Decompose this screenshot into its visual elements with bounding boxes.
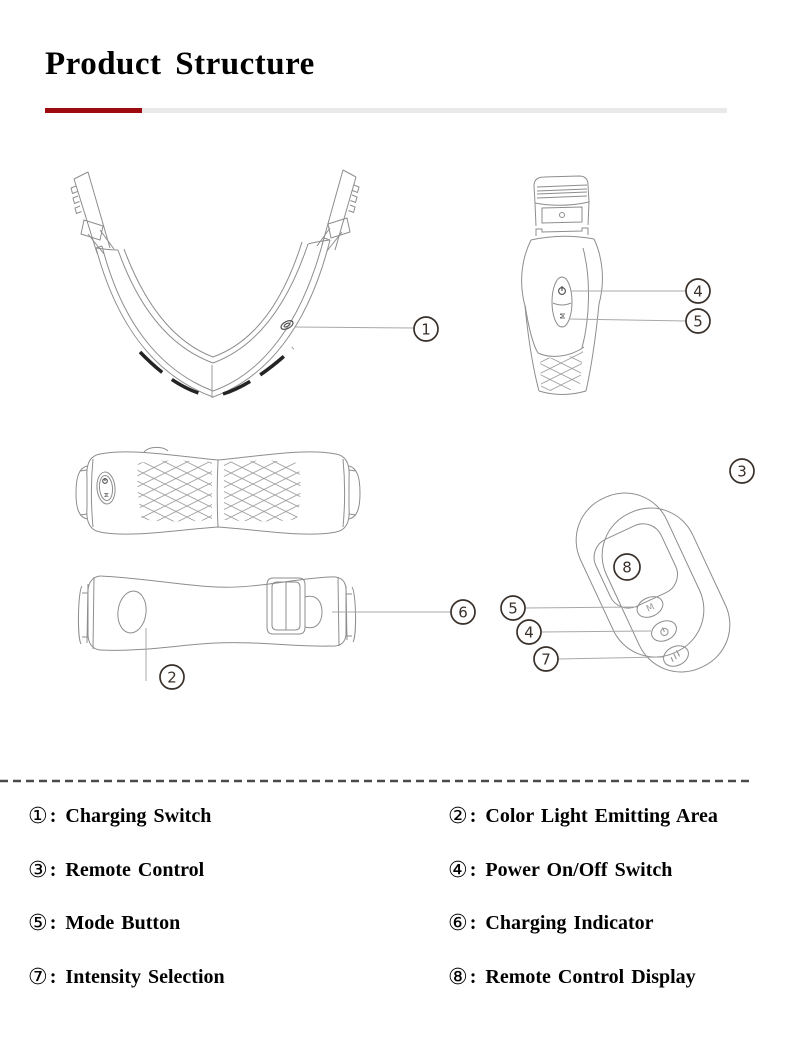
legend-item-number: ③: [28, 857, 48, 883]
legend-item-separator: :: [469, 965, 477, 988]
legend-item-separator: :: [469, 858, 477, 881]
power-icon: [660, 627, 669, 637]
crosshatch-grip: [540, 351, 583, 392]
svg-text:8: 8: [622, 558, 632, 576]
svg-text:5: 5: [508, 599, 518, 617]
crosshatch-left: [137, 460, 212, 522]
legend-item-number: ⑤: [28, 911, 48, 937]
svg-text:1: 1: [421, 320, 431, 338]
legend-item-number: ①: [28, 804, 48, 830]
callout-6: 6: [450, 599, 476, 625]
power-button: [651, 620, 677, 642]
legend-item-1: ①: Charging Switch: [28, 804, 448, 829]
callout-4-side: 4: [685, 278, 711, 304]
legend-item-8: ⑧: Remote Control Display: [448, 965, 768, 990]
legend-item-label: Remote Control: [65, 858, 205, 881]
legend-item-3: ③: Remote Control: [28, 858, 448, 883]
svg-text:7: 7: [541, 650, 551, 668]
mode-button: M: [636, 596, 664, 618]
legend-item-4: ④: Power On/Off Switch: [448, 858, 768, 883]
svg-text:4: 4: [524, 623, 534, 641]
legend-item-label: Intensity Selection: [65, 965, 225, 988]
mode-label: M: [105, 492, 111, 497]
remote-control-drawing: M: [575, 492, 731, 673]
legend-item-label: Power On/Off Switch: [485, 858, 673, 881]
svg-text:5: 5: [693, 312, 703, 330]
callout-8: 8: [613, 553, 641, 581]
legend-item-6: ⑥: Charging Indicator: [448, 911, 768, 936]
legend-item-number: ⑦: [28, 964, 48, 990]
svg-text:6: 6: [458, 603, 468, 621]
callout-2: 2: [159, 664, 185, 690]
legend-item-label: Charging Switch: [65, 805, 212, 828]
callout-markers: 1 4 5 3 8 5 4 7 2 6: [159, 278, 755, 690]
svg-text:4: 4: [693, 282, 703, 300]
legend-item-label: Charging Indicator: [485, 912, 654, 935]
mode-label: M: [559, 313, 567, 319]
callout-5-remote: 5: [500, 595, 526, 621]
host-outer-view: [78, 575, 356, 651]
neckband-dark-edge: [138, 346, 295, 397]
remote-display: [593, 523, 678, 609]
legend-item-label: Color Light Emitting Area: [485, 805, 718, 828]
intensity-button: [663, 645, 689, 667]
callout-4-remote: 4: [516, 619, 542, 645]
callout-1: 1: [413, 316, 439, 342]
mode-label: M: [645, 602, 656, 614]
legend-item-separator: :: [49, 805, 57, 828]
legend-item-label: Mode Button: [65, 912, 181, 935]
power-icon: [558, 286, 566, 295]
legend-item-number: ④: [448, 857, 468, 883]
callout-7: 7: [533, 646, 559, 672]
power-icon: [102, 478, 108, 484]
legend-item-7: ⑦: Intensity Selection: [28, 965, 448, 990]
legend-item-separator: :: [49, 858, 57, 881]
remote-top-face: [575, 492, 705, 658]
top-button-pill: [96, 471, 116, 505]
light-emitting-area: [117, 590, 147, 634]
host-side-view: M: [521, 175, 603, 395]
clip: [266, 577, 323, 635]
legend-item-5: ⑤: Mode Button: [28, 911, 448, 936]
title-rule-accent: [45, 108, 142, 113]
callout-5-side: 5: [685, 308, 711, 334]
svg-text:3: 3: [737, 462, 747, 480]
legend-item-number: ⑥: [448, 911, 468, 937]
intensity-icon: [670, 649, 681, 662]
legend-item-separator: :: [469, 805, 477, 828]
svg-text:2: 2: [167, 668, 177, 686]
legend-item-separator: :: [49, 912, 57, 935]
legend-item-separator: :: [469, 912, 477, 935]
legend-item-separator: :: [49, 965, 57, 988]
legend-item-2: ②: Color Light Emitting Area: [448, 804, 768, 829]
page-title: Product Structure: [45, 46, 315, 82]
charging-switch-mark: [280, 320, 294, 330]
callout-3: 3: [729, 458, 755, 484]
leader-lines: [145, 290, 687, 681]
side-button-pill: [551, 276, 573, 328]
host-top-view: M: [75, 446, 361, 535]
legend-item-number: ②: [448, 804, 468, 830]
legend-item-number: ⑧: [448, 964, 468, 990]
neckband-front-view: [70, 169, 360, 398]
title-rule: [45, 108, 727, 113]
legend: ①: Charging Switch ②: Color Light Emitting…: [28, 790, 768, 1004]
remote-body: [601, 507, 731, 673]
crosshatch-right: [224, 460, 301, 522]
legend-item-label: Remote Control Display: [485, 965, 696, 988]
